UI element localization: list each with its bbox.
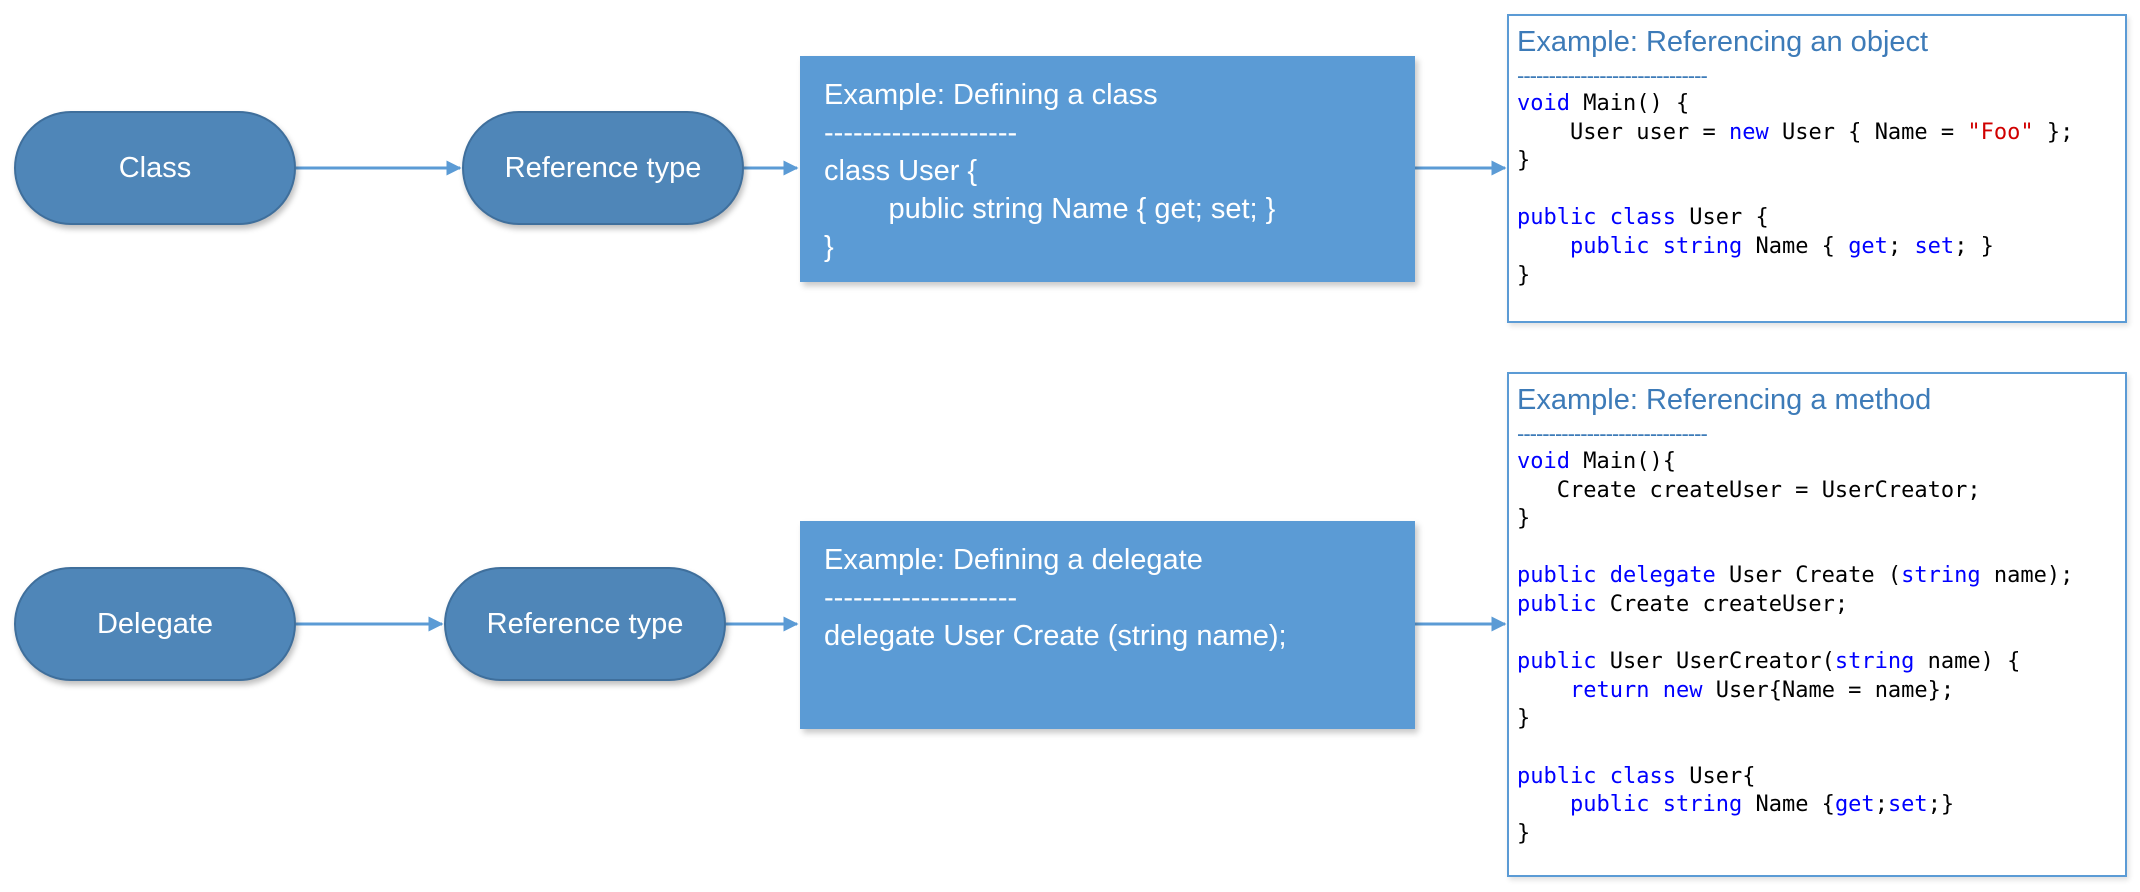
code-line: public delegate User Create (string name…	[1517, 563, 2074, 589]
code-line: public User UserCreator(string name) {	[1517, 649, 2021, 675]
code-line: void Main(){	[1517, 449, 1676, 474]
code-line	[1517, 620, 2117, 649]
class-definition-code: class User { public string Name { get; s…	[824, 152, 1391, 266]
delegate-node-label: Delegate	[96, 607, 214, 640]
delegate-definition-box: Example: Defining a delegate -----------…	[800, 521, 1415, 729]
object-reference-example: Example: Referencing an object ---------…	[1507, 14, 2127, 323]
reference-type-node-1-label: Reference type	[504, 151, 702, 184]
code-line	[1517, 734, 2117, 763]
method-reference-title: Example: Referencing a method	[1517, 384, 1932, 416]
class-definition-line: }	[824, 231, 834, 263]
class-definition-box: Example: Defining a class --------------…	[800, 56, 1415, 282]
class-definition-line: public string Name { get; set; }	[824, 193, 1276, 225]
class-definition-line: class User {	[824, 155, 978, 187]
class-node-label: Class	[118, 151, 192, 184]
code-line: }	[1517, 262, 1531, 288]
delegate-node: Delegate	[14, 567, 296, 681]
code-line: public string Name { get; set; }	[1569, 233, 1994, 259]
code-line: Create createUser = UserCreator;	[1556, 477, 1981, 503]
code-line: }	[1517, 148, 1531, 174]
code-line: }	[1517, 820, 1531, 846]
code-line: public Create createUser;	[1517, 591, 1849, 617]
reference-type-node-1: Reference type	[462, 111, 744, 225]
delegate-definition-line: delegate User Create (string name);	[824, 620, 1287, 652]
code-line: return new User{Name = name};	[1569, 677, 1955, 703]
code-line: public class User {	[1517, 205, 1769, 231]
method-reference-code: void Main(){ Create createUser = UserCre…	[1517, 448, 2117, 848]
class-definition-divider: --------------------	[824, 117, 1018, 149]
code-line: User user = new User { Name = "Foo" };	[1569, 119, 2074, 145]
code-line: public string Name {get;set;}	[1569, 792, 1955, 818]
code-line: }	[1517, 506, 1531, 532]
reference-type-node-2: Reference type	[444, 567, 726, 681]
object-reference-title: Example: Referencing an object	[1517, 26, 1929, 58]
code-line: void Main() {	[1517, 91, 1690, 116]
object-reference-code: void Main() { User user = new User { Nam…	[1517, 90, 2117, 290]
code-line	[1517, 534, 2117, 563]
method-reference-example: Example: Referencing a method ----------…	[1507, 372, 2127, 877]
class-definition-title: Example: Defining a class	[824, 79, 1158, 111]
object-reference-divider: ------------------------------	[1517, 63, 1708, 88]
code-line: public class User{	[1517, 763, 1756, 789]
code-line: }	[1517, 706, 1531, 732]
delegate-definition-code: delegate User Create (string name);	[824, 617, 1391, 655]
class-node: Class	[14, 111, 296, 225]
delegate-definition-title: Example: Defining a delegate	[824, 544, 1203, 576]
method-reference-divider: ------------------------------	[1517, 421, 1708, 446]
code-line	[1517, 176, 2117, 205]
delegate-definition-divider: --------------------	[824, 582, 1018, 614]
reference-type-node-2-label: Reference type	[486, 607, 684, 640]
